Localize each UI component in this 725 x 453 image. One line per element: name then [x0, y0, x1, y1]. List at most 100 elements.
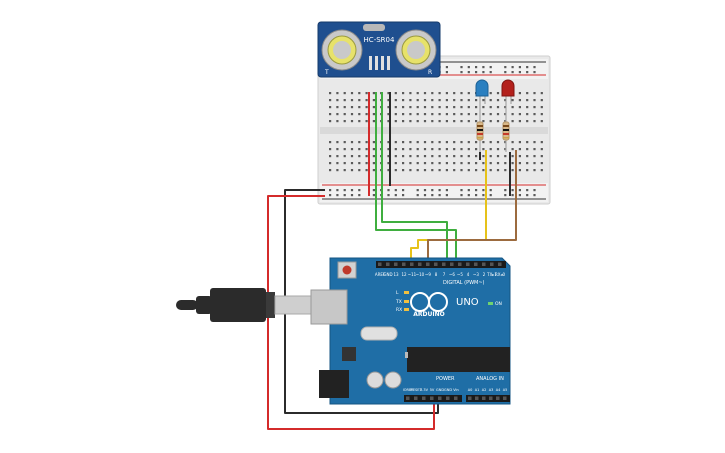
breadboard-hole [518, 141, 521, 144]
wire-5v-to-arduino [267, 195, 435, 430]
breadboard-hole [475, 155, 478, 158]
breadboard-hole [416, 99, 419, 102]
signal-wires [267, 92, 517, 430]
breadboard-hole [489, 162, 492, 165]
breadboard-hole [438, 106, 441, 109]
rail-hole [445, 194, 448, 197]
breadboard-hole [504, 99, 507, 102]
breadboard-hole [460, 106, 463, 109]
breadboard-hole [533, 155, 536, 158]
breadboard-hole [402, 162, 405, 165]
breadboard-hole [511, 148, 514, 151]
breadboard-hole [416, 120, 419, 123]
breadboard-hole [394, 120, 397, 123]
rail-hole [416, 189, 419, 192]
breadboard-hole [343, 120, 346, 123]
breadboard-hole [482, 162, 485, 165]
breadboard-hole [526, 141, 529, 144]
analog-pin-label: A0 [468, 388, 473, 392]
arduino-brand-label: ARDUINO [413, 311, 444, 318]
breadboard-hole [540, 92, 543, 95]
rail-hole [431, 189, 434, 192]
resistor-1 [476, 108, 484, 152]
breadboard-hole [467, 106, 470, 109]
breadboard-hole [518, 113, 521, 116]
breadboard-hole [511, 120, 514, 123]
breadboard-hole [482, 155, 485, 158]
usb-port [310, 289, 348, 325]
breadboard-hole [496, 169, 500, 172]
breadboard-hole [423, 92, 427, 95]
digital-pin [482, 262, 486, 266]
breadboard-hole [336, 120, 339, 123]
breadboard-hole [496, 99, 500, 102]
breadboard-hole [533, 162, 536, 165]
digital-pin [434, 262, 438, 266]
breadboard-hole [402, 141, 405, 144]
breadboard-hole [460, 113, 463, 116]
led-label-rx: RX [396, 307, 402, 313]
breadboard-hole [438, 120, 441, 123]
breadboard-hole [431, 92, 434, 95]
breadboard-hole [467, 155, 470, 158]
rail-hole [460, 194, 463, 197]
breadboard-hole [445, 106, 448, 109]
digital-pin-label: ~6 [449, 272, 455, 277]
rail-hole [518, 194, 521, 197]
rail-hole [475, 189, 478, 192]
rail-hole [511, 189, 514, 192]
breadboard-hole [431, 106, 434, 109]
breadboard-hole [482, 148, 485, 151]
breadboard-hole [460, 99, 463, 102]
rail-hole [467, 194, 470, 197]
digital-pin-label: 13 [393, 272, 399, 277]
power-pin [430, 396, 434, 400]
sensor-crystal [363, 24, 385, 31]
breadboard-hole [438, 169, 441, 172]
breadboard-hole [496, 148, 500, 151]
breadboard-hole [350, 99, 354, 102]
breadboard-hole [467, 113, 470, 116]
breadboard-hole [358, 169, 361, 172]
analog-pin [475, 396, 479, 400]
breadboard-hole [394, 106, 397, 109]
breadboard-hole [533, 120, 536, 123]
breadboard-hole [467, 162, 470, 165]
breadboard-hole [445, 99, 448, 102]
breadboard-hole [460, 120, 463, 123]
breadboard-hole [475, 162, 478, 165]
breadboard-hole [409, 99, 412, 102]
rail-hole [526, 194, 529, 197]
center-channel [320, 127, 548, 134]
breadboard-hole [445, 92, 448, 95]
breadboard-hole [409, 120, 412, 123]
breadboard-hole [409, 141, 412, 144]
digital-pin [410, 262, 414, 266]
breadboard-hole [343, 141, 346, 144]
breadboard-hole [540, 141, 543, 144]
analog-pin [489, 396, 493, 400]
breadboard-hole [423, 99, 427, 102]
breadboard-hole [372, 113, 375, 116]
rail-hole [329, 194, 332, 197]
breadboard-hole [394, 162, 397, 165]
breadboard-hole [329, 162, 332, 165]
breadboard-hole [350, 92, 354, 95]
breadboard-hole [489, 169, 492, 172]
wire-led-blue-signal [410, 150, 487, 265]
digital-pin-label: ~10 [416, 272, 425, 277]
breadboard-hole [496, 92, 500, 95]
breadboard-hole [533, 141, 536, 144]
power-pin-label: 5V [430, 388, 435, 392]
breadboard-hole [489, 120, 492, 123]
digital-pin [394, 262, 398, 266]
breadboard-hole [475, 120, 478, 123]
breadboard-hole [496, 106, 500, 109]
breadboard-hole [416, 113, 419, 116]
breadboard-hole [365, 99, 368, 102]
breadboard-hole [365, 141, 368, 144]
breadboard-hole [475, 169, 478, 172]
rail-hole [482, 71, 485, 74]
breadboard-hole [511, 106, 514, 109]
